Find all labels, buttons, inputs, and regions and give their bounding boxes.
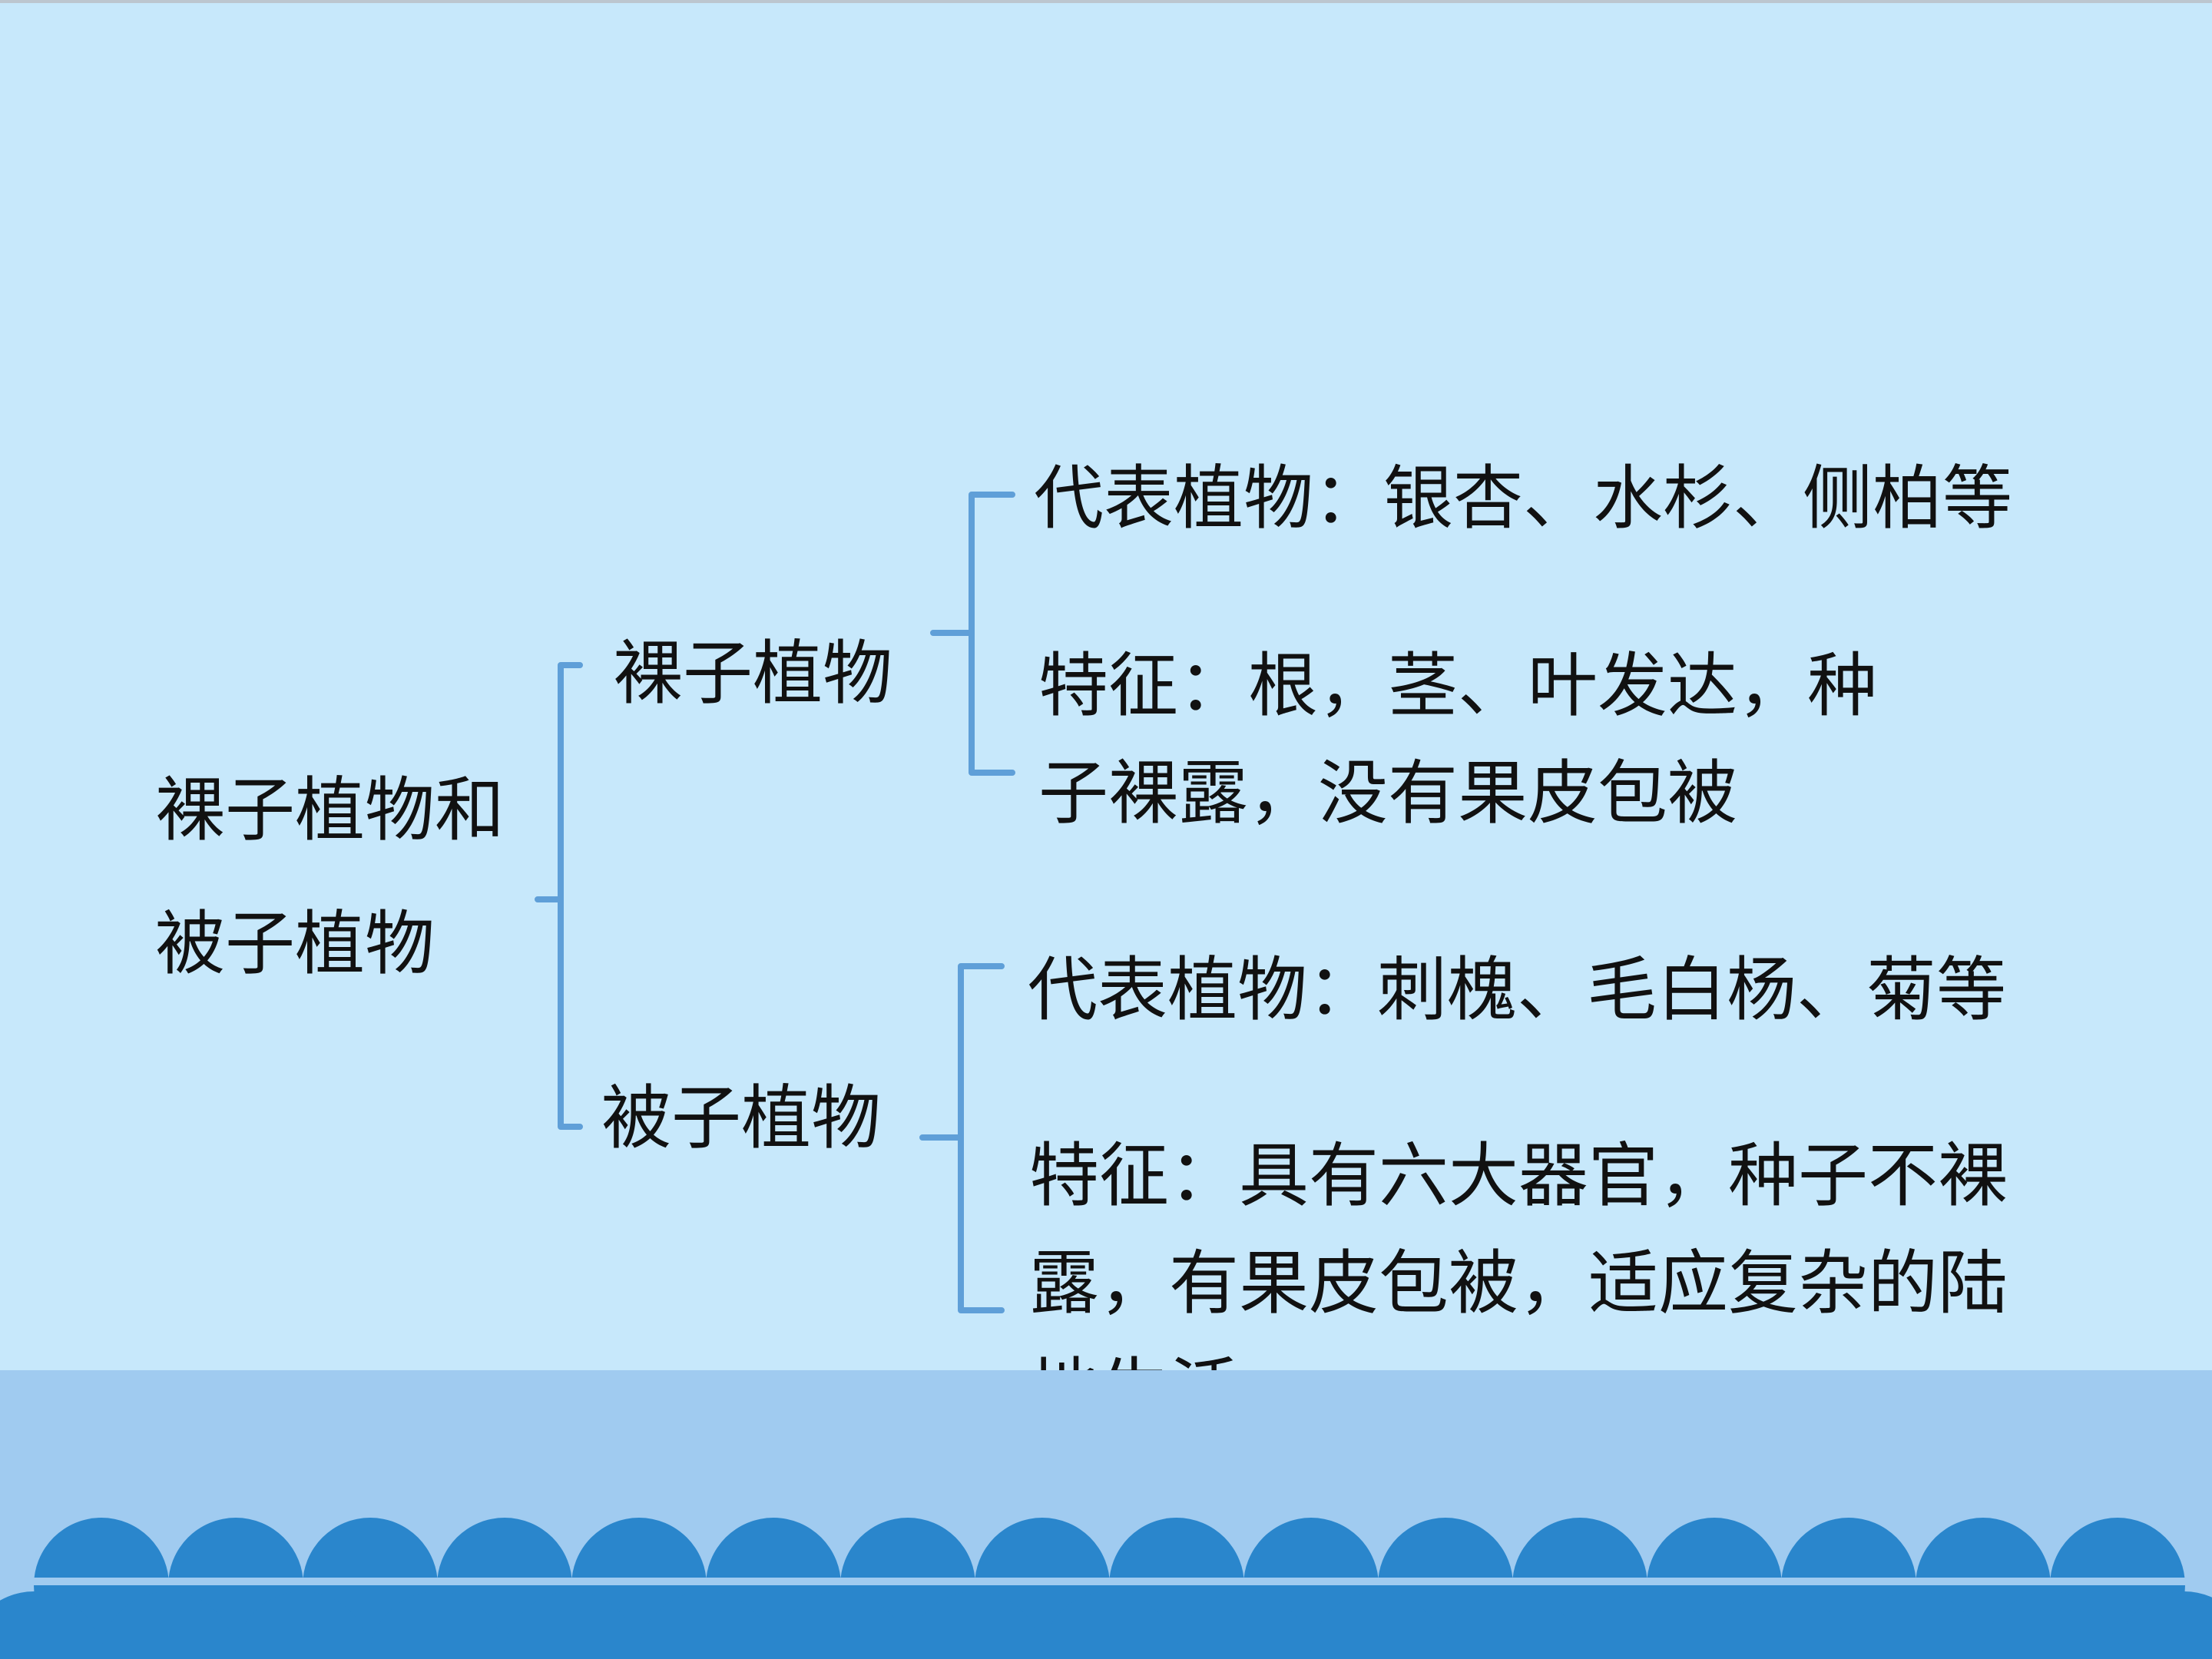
angiosperm-bracket [919, 963, 1005, 1313]
branch-angiosperms: 被子植物 [601, 1078, 882, 1159]
footer-wave-band [0, 1370, 2212, 1659]
wave-row-bottom [0, 1591, 2212, 1659]
top-border-line [0, 0, 2212, 3]
root-bracket [535, 662, 583, 1130]
root-label-line-1: 裸子植物和 [155, 770, 505, 851]
branch-gymnosperms: 裸子植物 [613, 634, 893, 714]
gymnosperm-features-line-2: 子裸露，没有果皮包被 [1038, 753, 1738, 834]
angiosperm-features-line-2: 露，有果皮包被，适应复杂的陆 [1029, 1243, 2008, 1324]
angiosperm-representatives: 代表植物：刺槐、毛白杨、菊等 [1028, 950, 2007, 1031]
angiosperm-features-line-1: 特征：具有六大器官，种子不裸 [1029, 1136, 2008, 1217]
wave-pattern [0, 1370, 2212, 1659]
wave-separator [0, 1578, 2212, 1585]
gymnosperm-features: 特征：根，茎、叶发达，种 子裸露，没有果皮包被 [1038, 651, 1877, 829]
root-label-line-2: 被子植物 [155, 904, 435, 985]
gymnosperm-features-line-1: 特征：根，茎、叶发达，种 [1038, 646, 1878, 727]
gymnosperm-bracket [930, 492, 1015, 776]
gymnosperm-representatives: 代表植物：银杏、水杉、侧柏等 [1034, 459, 2013, 539]
